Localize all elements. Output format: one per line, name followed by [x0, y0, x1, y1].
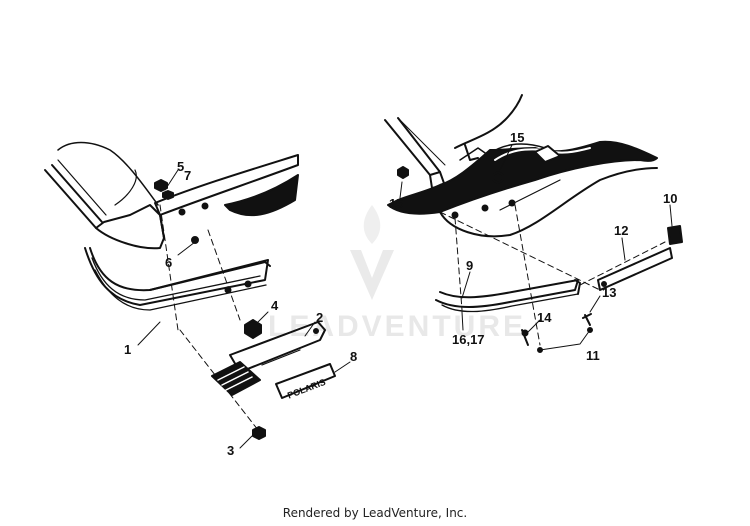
nose-crease: [114, 169, 137, 206]
leader-line: [399, 181, 403, 199]
badge-outline: [275, 363, 336, 399]
watermark: LEADVENTURE: [268, 205, 526, 343]
nut-15-left-icon: [397, 166, 409, 179]
watermark-text: LEADVENTURE: [268, 310, 526, 343]
callout-14: 14: [537, 310, 552, 325]
leader-line: [621, 237, 626, 261]
right-assembly: [384, 94, 683, 353]
grip-ridge: [217, 366, 245, 381]
alignment-line: [514, 204, 541, 346]
watermark-flame-icon: [363, 205, 381, 244]
leader-line: [589, 295, 601, 313]
mount-shadow: [224, 174, 299, 217]
callout-15-right: 15: [510, 130, 524, 145]
bumper-9-end: [574, 279, 581, 295]
mount-hole: [201, 202, 209, 210]
callout-7: 7: [184, 168, 191, 183]
side-panel: [387, 140, 658, 215]
alignment-line: [207, 229, 241, 321]
strap-hole: [601, 281, 607, 287]
body-crease: [499, 179, 561, 211]
screw-13-head: [582, 313, 592, 319]
hood-edge-thin: [57, 159, 107, 216]
callout-10: 10: [663, 191, 677, 206]
grip-ridge: [221, 371, 249, 386]
washer-7-icon: [162, 190, 174, 200]
callout-15-left: 15: [389, 196, 403, 211]
callout-3: 3: [227, 443, 234, 458]
leader-line: [527, 319, 541, 333]
callout-8: 8: [350, 349, 357, 364]
leader-line: [499, 144, 513, 171]
callout-4: 4: [271, 298, 279, 313]
watermark-logo-icon: [350, 250, 394, 300]
alignment-line: [439, 211, 601, 291]
callout-1: 1: [124, 342, 131, 357]
screw-14-head: [521, 329, 529, 337]
leader-line: [239, 435, 253, 449]
windshield-frame: [384, 117, 441, 176]
bumper-mount-strip: [154, 154, 299, 216]
callouts: 5 7 6 1 4 2 8 3 15 15 10 12 9 13 14 16,1…: [124, 130, 677, 458]
nut-15-right-icon: [492, 171, 504, 184]
badge-text: POLARIS: [286, 377, 327, 401]
windshield-inner: [397, 117, 446, 166]
nut-5-icon: [154, 179, 168, 192]
leader-line: [177, 241, 196, 256]
panel-notch: [534, 145, 561, 163]
bumper-hole: [244, 280, 252, 288]
mount-hole: [178, 208, 186, 216]
leader-line: [334, 361, 351, 373]
callout-9: 9: [466, 258, 473, 273]
bumper-9-outline: [435, 279, 579, 308]
nose-piece: [95, 204, 165, 250]
leader-line: [137, 321, 161, 346]
hood-edge: [44, 169, 97, 229]
leader-line: [461, 271, 471, 299]
lower-body-line: [439, 167, 658, 238]
handle-line: [261, 349, 301, 366]
alignment-line: [579, 241, 666, 286]
hood-edge-inner: [51, 164, 103, 223]
callout-12: 12: [614, 223, 628, 238]
alignment-line: [159, 204, 179, 331]
footer-credit: Rendered by LeadVenture, Inc.: [282, 506, 468, 520]
body-hole: [481, 204, 489, 212]
mount-post: [159, 214, 165, 239]
leader-line: [164, 169, 179, 191]
callout-5: 5: [177, 159, 184, 174]
strap-12: [597, 247, 673, 291]
body-hole: [451, 211, 459, 219]
callout-6: 6: [165, 255, 172, 270]
leader-line: [304, 321, 316, 337]
cowl-top: [454, 94, 523, 149]
clip-10-icon: [667, 225, 683, 245]
callout-2: 2: [316, 310, 323, 325]
leader-line: [461, 311, 464, 331]
cowl-bracket: [464, 144, 479, 161]
bumper-inner-line: [91, 257, 261, 301]
callout-16-17: 16,17: [452, 332, 485, 347]
grip-ridge: [225, 376, 253, 391]
leader-line: [669, 204, 673, 227]
bolt-4-icon: [244, 319, 262, 339]
bumper-outline: [84, 247, 269, 306]
handle-hole: [313, 328, 319, 334]
bumper-lower-line: [94, 269, 267, 311]
body-hole: [508, 199, 516, 207]
screw-3-icon: [252, 426, 266, 440]
hood-top: [57, 141, 159, 206]
left-assembly: [44, 141, 351, 449]
bumper-top-edge: [149, 261, 271, 291]
mount-hole: [191, 236, 199, 244]
leader-line: [257, 311, 269, 323]
callout-13: 13: [602, 285, 616, 300]
bumper-9-inner: [441, 293, 579, 313]
alignment-line: [454, 217, 463, 311]
callout-11: 11: [586, 348, 600, 363]
leader-line: [539, 329, 591, 351]
